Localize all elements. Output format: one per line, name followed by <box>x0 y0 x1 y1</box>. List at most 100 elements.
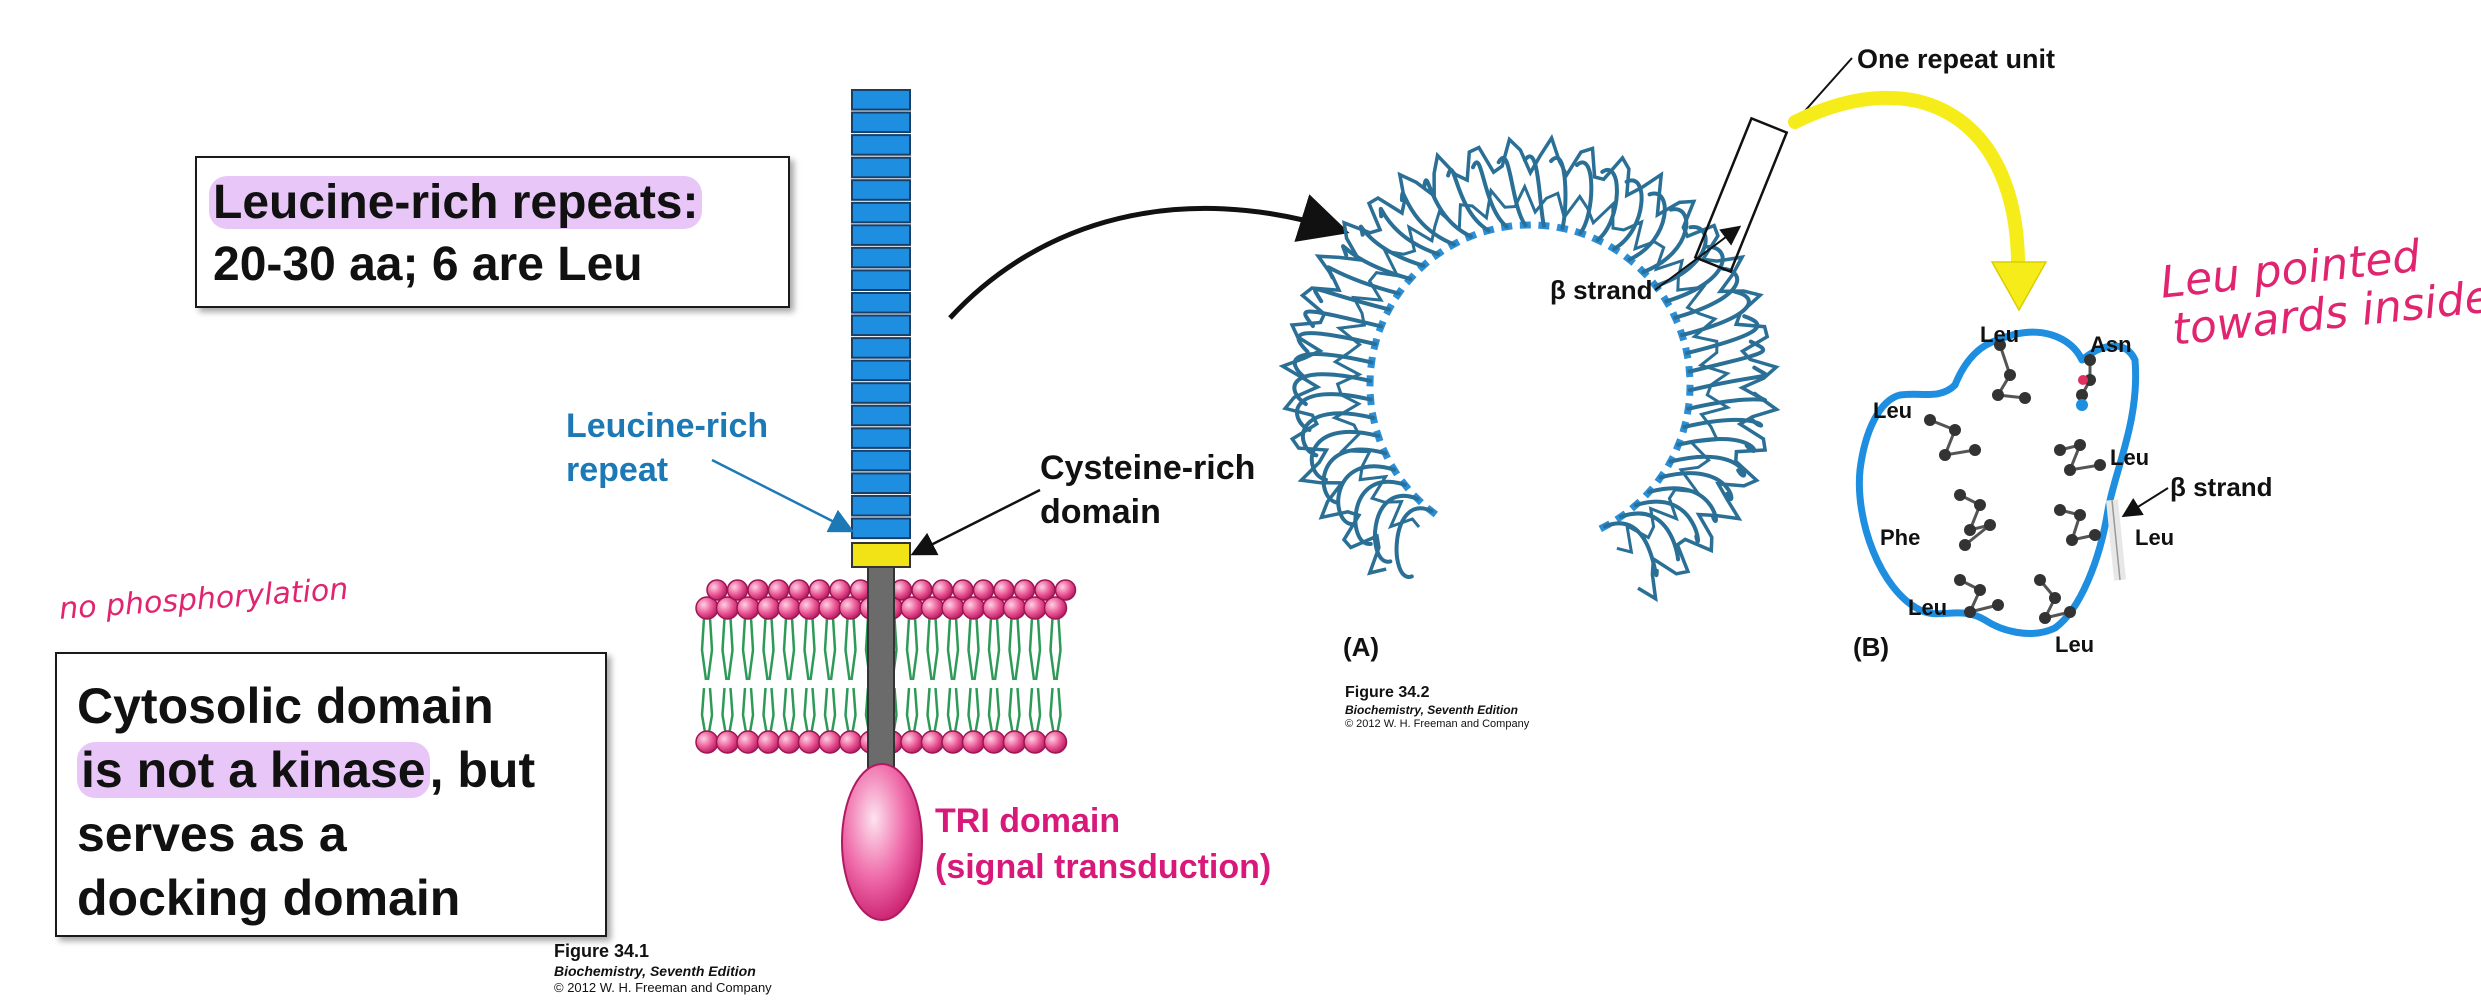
side-chain-atom <box>2074 439 2086 451</box>
side-chain-atom <box>2054 504 2066 516</box>
lipid-head <box>777 730 801 754</box>
lipid-tail <box>932 617 939 681</box>
lrr-label: Leucine-rich repeat <box>566 404 768 492</box>
lipid-tail <box>1028 617 1036 681</box>
lipid-tail <box>829 687 837 739</box>
curved-arrow <box>948 194 1350 320</box>
ribbon-loops <box>1292 154 1768 579</box>
panel-b-label: (B) <box>1853 632 1890 662</box>
side-chain-bond <box>1995 344 2026 400</box>
repeat-block <box>851 472 911 494</box>
fig2-copy: © 2012 W. H. Freeman and Company <box>1345 718 1530 730</box>
lipid-tail <box>823 687 831 739</box>
lipid-head <box>1043 596 1068 620</box>
repeat-block <box>851 404 911 427</box>
lipid-tail <box>768 617 775 681</box>
lipid-tail <box>967 617 974 681</box>
repeat-block <box>851 156 911 179</box>
lipid-head <box>715 730 740 754</box>
fig2-title: Figure 34.2 <box>1345 684 1430 701</box>
side-chain-atom <box>1964 524 1976 536</box>
asn-nitrogen-atom <box>2076 399 2088 411</box>
cysteine-rich-domain <box>851 542 911 568</box>
side-chain-atom <box>2074 509 2086 521</box>
lipid-tail <box>926 687 933 739</box>
side-chain-atom <box>1954 489 1966 501</box>
side-chain-atom <box>1959 539 1971 551</box>
lrr-horseshoe-ribbon <box>1278 133 1781 603</box>
lipid-head <box>695 730 719 754</box>
side-chain-bond <box>2059 442 2101 472</box>
side-chain-bond <box>1959 578 1999 615</box>
repeat-block <box>851 179 911 201</box>
cys-label-line1: Cysteine-rich <box>1040 449 1256 487</box>
lipid-head <box>982 730 1006 754</box>
lipid-tail <box>905 617 913 681</box>
lipid-tail <box>1014 617 1021 681</box>
fig1-book: Biochemistry, Seventh Edition <box>554 962 756 979</box>
lipid-tail <box>946 617 954 681</box>
residue-leu-r2: Leu <box>2135 525 2175 550</box>
side-chain-atom <box>2066 534 2078 546</box>
transmembrane-helix <box>867 564 895 791</box>
repeat-block <box>851 382 911 404</box>
lipid-tail <box>803 687 810 739</box>
cytosolic-info-box: Cytosolic domain is not a kinase, but se… <box>55 652 607 937</box>
beta-strand-b-label: β strand <box>2170 472 2273 502</box>
residue-leu-right: Leu <box>2110 445 2150 470</box>
residue-leu-bottom: Leu <box>2055 632 2095 657</box>
lipid-tail <box>1049 687 1056 739</box>
lipid-tail <box>829 617 837 681</box>
lipid-head <box>1054 579 1077 601</box>
lrr-info-box: Leucine-rich repeats: 20-30 aa; 6 are Le… <box>195 156 790 308</box>
lipid-tail <box>762 617 769 681</box>
lrr-label-line1: Leucine-rich <box>566 407 769 445</box>
repeat-block <box>851 134 911 156</box>
ribbon-inner-coil <box>1331 182 1732 555</box>
lipid-tail <box>1008 687 1015 739</box>
lipid-tail <box>747 617 755 681</box>
panel-a-label: (A) <box>1343 632 1380 662</box>
side-chain-atom <box>1969 444 1981 456</box>
side-chain-bond <box>2038 579 2071 621</box>
lipid-tail <box>926 617 933 681</box>
lipid-tail <box>1034 687 1042 739</box>
lipid-tail <box>1014 687 1021 739</box>
lipid-tail <box>700 617 708 681</box>
lipid-tail <box>741 617 749 681</box>
lipid-head <box>818 730 842 754</box>
lipid-tail <box>700 687 708 739</box>
repeat-block <box>851 224 911 246</box>
lipid-head <box>1002 730 1027 754</box>
side-chain-atom <box>2089 529 2101 541</box>
lipid-tail <box>823 617 831 681</box>
lipid-tail <box>932 687 939 739</box>
beta-strand-a-pointer <box>1654 225 1742 291</box>
asn-oxygen-atom <box>2078 375 2088 385</box>
lipid-head <box>756 730 781 754</box>
lipid-tail <box>1034 617 1042 681</box>
lipid-tail <box>721 617 728 681</box>
lrr-label-line2: repeat <box>566 451 669 489</box>
fig2-caption: Figure 34.2 Biochemistry, Seventh Editio… <box>1345 683 1529 732</box>
side-chain-atom <box>2094 459 2106 471</box>
repeat-block <box>851 89 911 111</box>
lipid-tail <box>987 617 995 681</box>
side-chain-sticks <box>1924 339 2106 624</box>
repeat-block <box>851 269 911 291</box>
lipid-tail <box>782 687 790 739</box>
lipid-tail <box>768 687 775 739</box>
fig1-caption: Figure 34.1 Biochemistry, Seventh Editio… <box>554 940 772 996</box>
lipid-tail <box>803 617 810 681</box>
residue-leu-left: Leu <box>1873 398 1913 423</box>
lrr-info-line1: Leucine-rich repeats: <box>209 176 703 229</box>
side-chain-atom <box>1984 519 1996 531</box>
side-chain-atom <box>1924 414 1936 426</box>
side-chain-atom <box>1994 339 2006 351</box>
residue-asn: Asn <box>2090 332 2132 357</box>
side-chain-atom <box>1964 606 1976 618</box>
side-chain-atom <box>2004 369 2016 381</box>
cys-label-line2: domain <box>1040 493 1161 531</box>
